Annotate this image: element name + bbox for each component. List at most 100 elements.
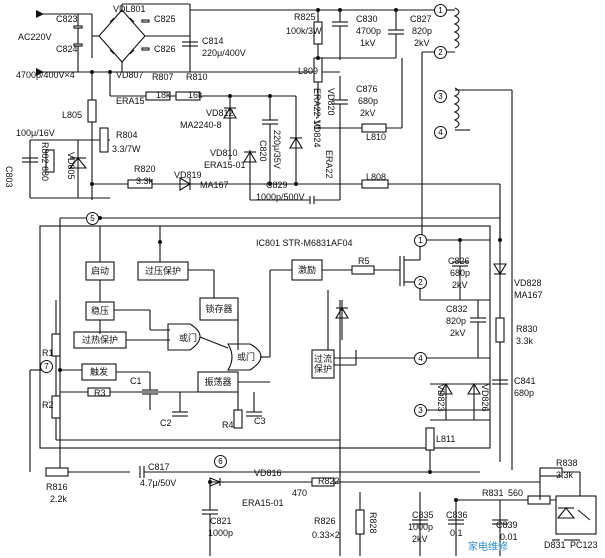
label-c829: C829 (266, 180, 288, 190)
label-d831: D831 (544, 540, 566, 550)
watermark-text: 家电维修 (468, 542, 508, 553)
pin-4-ic: 4 (414, 352, 427, 365)
label-vd816: VD816 (254, 468, 282, 478)
label-c826b-rating: 2kV (452, 280, 468, 290)
label-r825-value: 100k/3W (286, 26, 322, 36)
label-r5: R5 (358, 256, 370, 266)
pin-1-transformer: 1 (434, 4, 447, 17)
label-r820-value: 3.3k (136, 176, 154, 186)
label-ma167a: MA167 (200, 180, 229, 190)
label-ma2240: MA2240-8 (180, 120, 222, 130)
junctions (58, 70, 502, 502)
label-vd826: VD826 (480, 384, 490, 412)
label-vd820: VD820 (326, 88, 336, 116)
label-r1: R1 (42, 348, 54, 358)
label-c827-rating: 2kV (414, 38, 430, 48)
label-c2: C2 (160, 418, 172, 428)
label-c803: C803 (4, 166, 14, 188)
label-vd812: VD812 (206, 108, 234, 118)
label-vd823: VD823 (436, 384, 446, 412)
label-c876-value: 680p (358, 96, 379, 106)
block-latch: 锁存器 (205, 304, 233, 314)
label-ma167b: MA167 (514, 290, 543, 300)
block-trigger: 触发 (89, 367, 108, 377)
label-vd810: VD810 (210, 148, 238, 158)
label-vd805: VD805 (66, 152, 76, 180)
label-c832: C832 (446, 304, 468, 314)
pin-6: 6 (214, 455, 227, 468)
transformer (421, 7, 513, 470)
pin-3-transformer: 3 (434, 90, 447, 103)
label-vd819: VD819 (174, 170, 202, 180)
block-oscillator: 振荡器 (204, 377, 232, 387)
label-l808: L808 (366, 172, 387, 182)
ic801-package (39, 225, 491, 449)
label-c825: C825 (154, 14, 176, 24)
label-c820-value: 220μ/35V (272, 130, 282, 169)
label-r802: R802 680 (40, 142, 50, 182)
output-section (420, 200, 508, 472)
label-c817: C817 (148, 462, 170, 472)
label-c824: C824 (56, 44, 78, 54)
block-or-gate-1: 或门 (178, 333, 197, 343)
label-c100: 100μ/16V (16, 128, 55, 138)
pin-7: 7 (40, 360, 53, 373)
label-l805: L805 (62, 110, 83, 120)
label-c820: C820 (258, 140, 268, 162)
bridge-rectifier (91, 3, 190, 73)
label-r804: R804 (116, 130, 138, 140)
label-c832-value: 820p (446, 316, 467, 326)
label-r830: R830 (516, 324, 538, 334)
label-c826b-value: 680p (450, 268, 471, 278)
label-c3: C3 (254, 416, 266, 426)
label-c839-value: 0.01 (500, 532, 518, 542)
label-r810: R810 (186, 72, 208, 82)
block-startup: 启动 (90, 266, 109, 276)
label-vd807: VD807 (116, 70, 144, 80)
label-pc123: PC123 (570, 540, 598, 550)
label-c814-value: 220μ/400V (202, 48, 246, 58)
label-c821: C821 (210, 516, 232, 526)
label-c829-value: 1000p/500V (256, 192, 305, 202)
label-vd828: VD828 (514, 278, 542, 288)
label-c835-rating: 2kV (412, 534, 428, 544)
label-r822-value: 470 (292, 488, 308, 498)
label-r838-value: 3.3k (556, 470, 574, 480)
label-c817-value: 4.7μ/50V (140, 478, 177, 488)
block-or-gate-2: 或门 (236, 352, 255, 362)
pin-2-transformer: 2 (434, 46, 447, 59)
label-c876: C876 (356, 84, 378, 94)
pin-3-ic: 3 (414, 404, 427, 417)
label-r816: R816 (46, 482, 68, 492)
label-c841: C841 (514, 376, 536, 386)
label-r826-value: 0.33×2 (312, 530, 340, 540)
label-c876-rating: 2kV (360, 108, 376, 118)
label-vdl801: VDL801 (113, 4, 146, 14)
label-era22-10: ERA22-10 (312, 88, 322, 130)
hv-rail (145, 4, 445, 133)
label-r830-value: 3.3k (516, 336, 534, 346)
label-ic801: IC801 STR-M6831AF04 (256, 238, 353, 248)
label-l811: L811 (436, 434, 456, 444)
label-c826b: C826 (448, 256, 470, 266)
label-vd824: VD824 (312, 120, 322, 148)
label-r826: R826 (314, 516, 336, 526)
label-cap4: 4700p/400V×4 (16, 70, 75, 80)
label-c830: C830 (356, 14, 378, 24)
label-c832-rating: 2kV (450, 328, 466, 338)
label-r831: R831 (482, 488, 504, 498)
label-l810: L810 (366, 132, 387, 142)
label-c827-value: 820p (412, 26, 433, 36)
pin-5: 5 (86, 212, 99, 225)
label-c830-rating: 1kV (360, 38, 376, 48)
block-regulator: 稳压 (90, 306, 109, 316)
label-c835-value: 1000p (408, 522, 434, 532)
label-c826: C826 (154, 44, 176, 54)
label-c835: C835 (412, 510, 434, 520)
label-r804-value: 3.3/7W (112, 144, 141, 154)
label-c821-value: 1000p (208, 528, 234, 538)
label-c823: C823 (56, 14, 78, 24)
label-l809: L809 (298, 66, 319, 76)
